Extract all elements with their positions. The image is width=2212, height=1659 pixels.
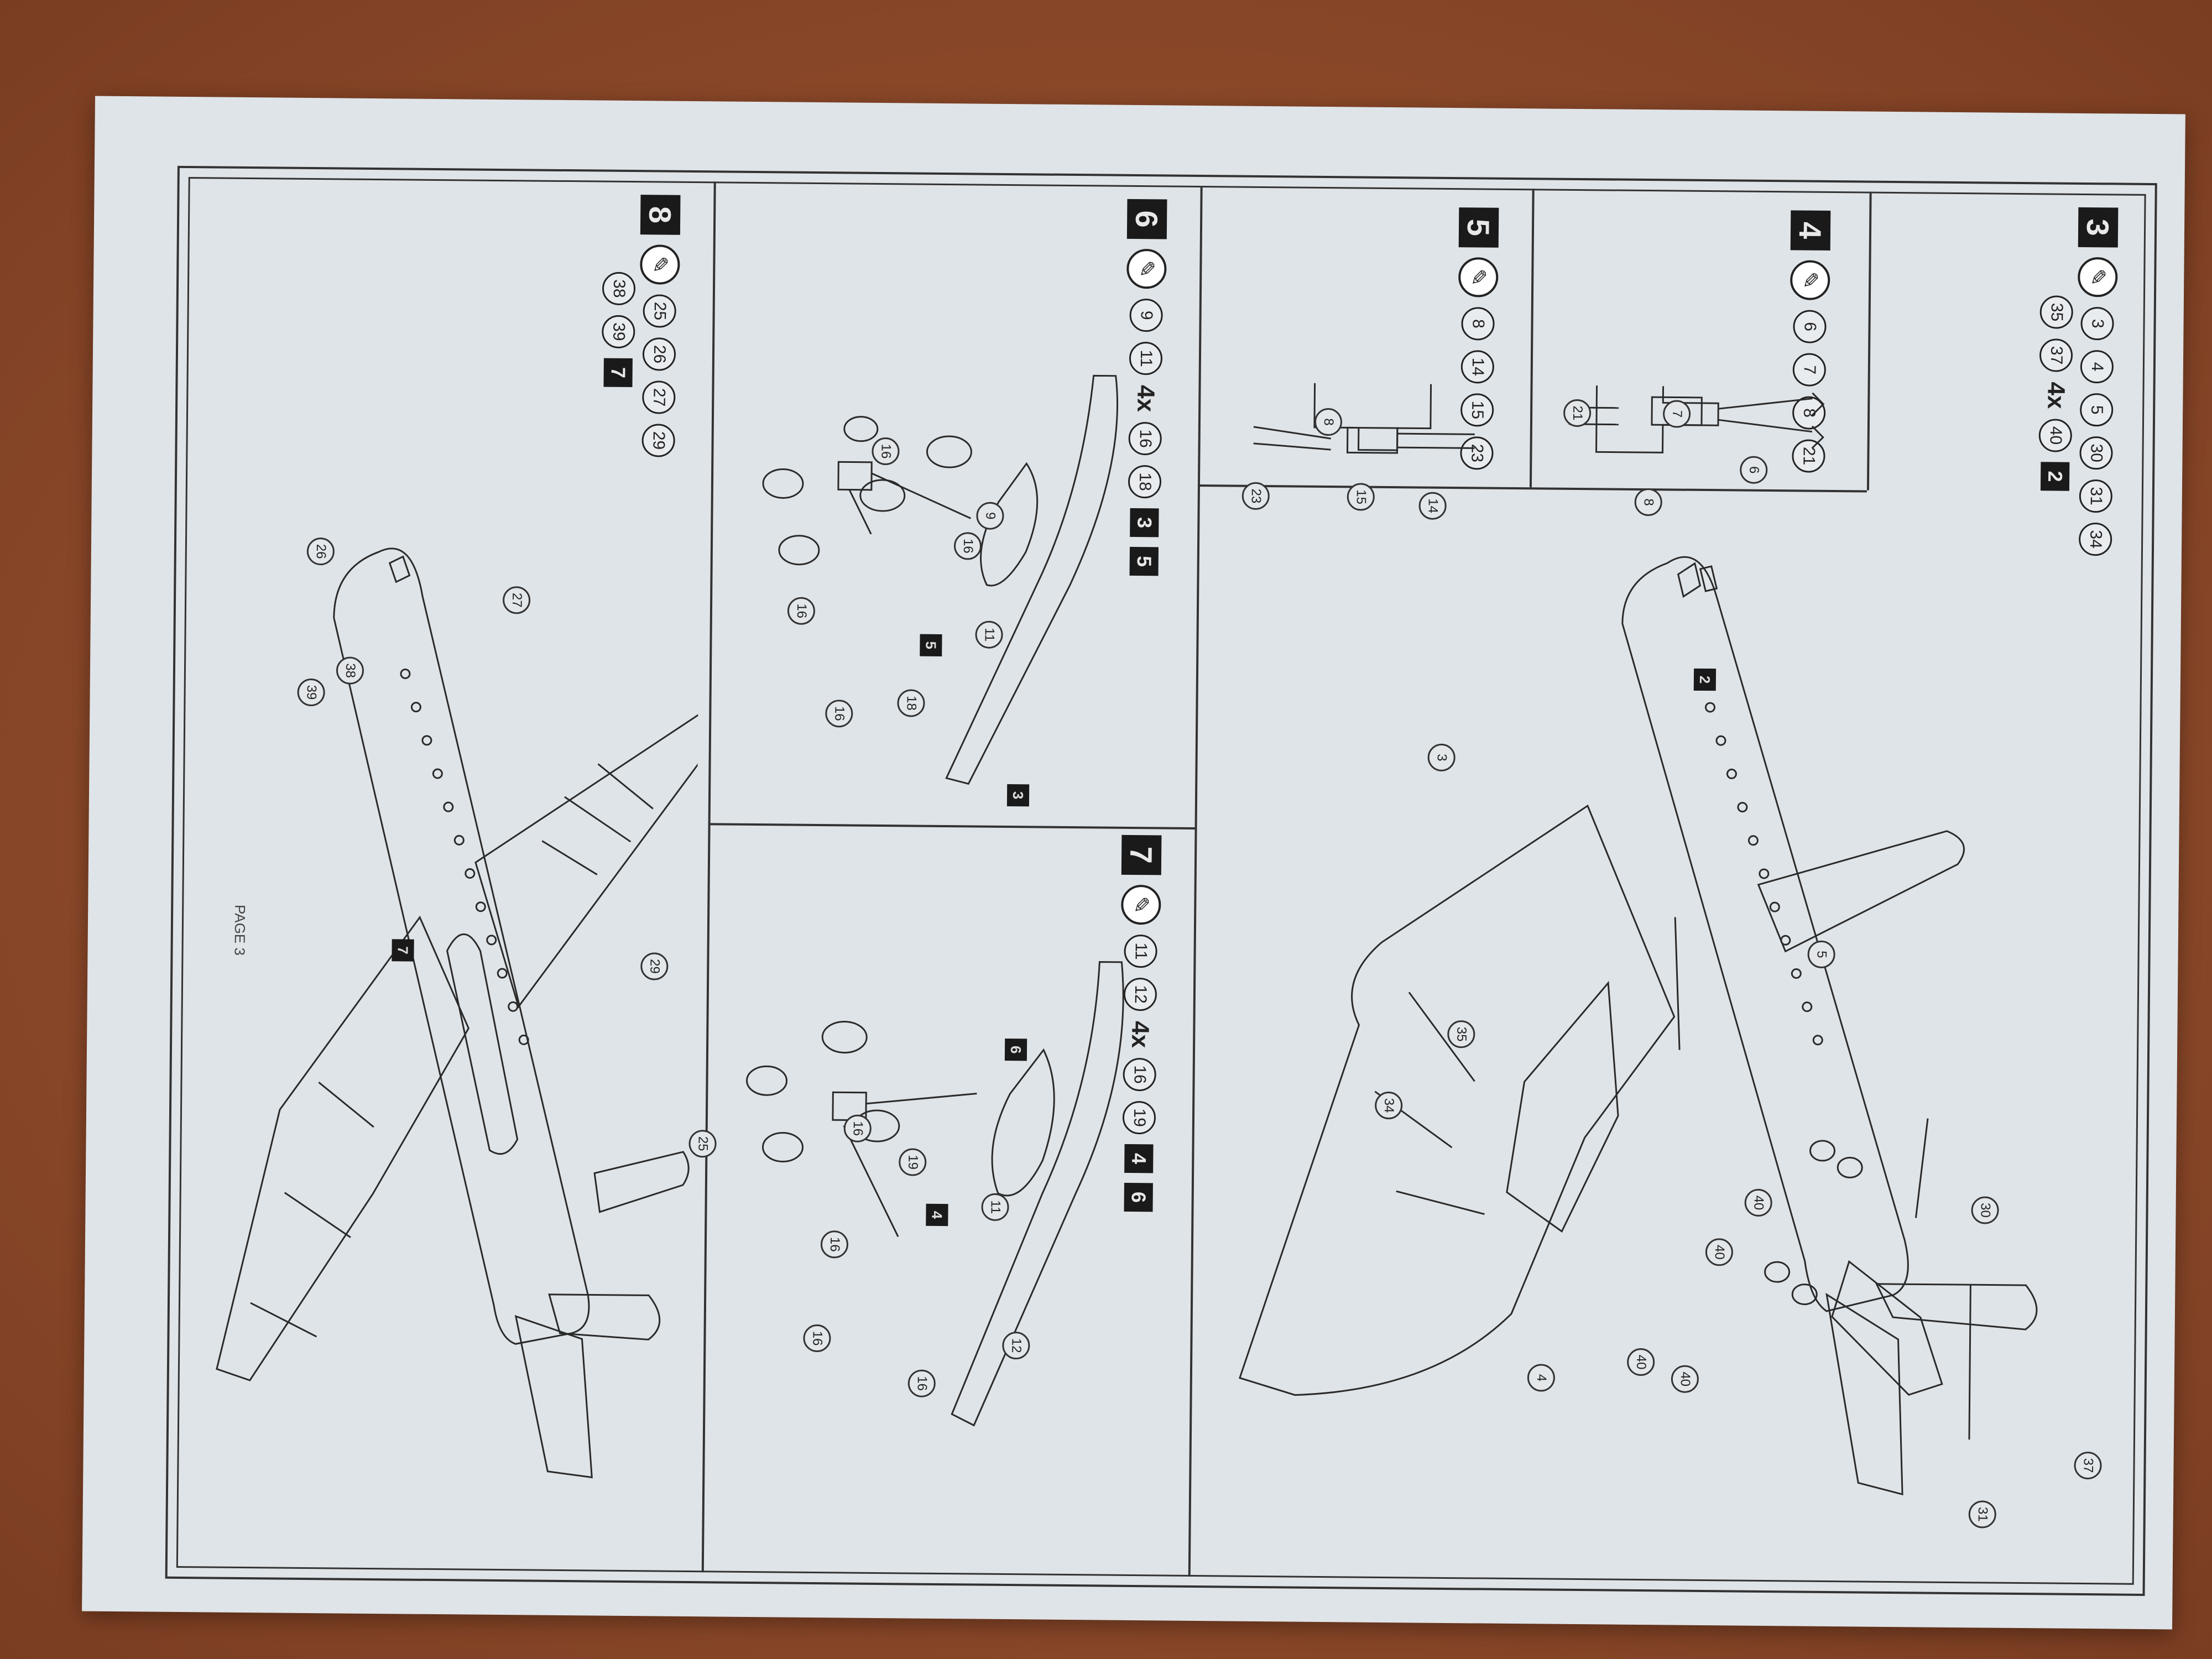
instruction-sheet: 3 ✎ 3 4 5 30 31 34 35 37 4x 40 2 4 ✎ 6 7… xyxy=(82,96,2185,1630)
part-number: 27 xyxy=(642,380,676,414)
callout: 23 xyxy=(1241,482,1270,510)
glue-icon: ✎ xyxy=(1458,257,1499,298)
callout: 26 xyxy=(306,537,335,566)
callout: 18 xyxy=(897,689,925,717)
multiplier: 4x xyxy=(2042,382,2070,409)
callout: 16 xyxy=(953,532,982,560)
glue-icon: ✎ xyxy=(1126,248,1167,289)
callout: 16 xyxy=(825,700,853,728)
step-4-landing-gear-drawing xyxy=(1568,385,1825,453)
step-number: 7 xyxy=(1121,834,1162,875)
part-number: 30 xyxy=(2079,436,2113,470)
step-number: 5 xyxy=(1458,207,1499,248)
part-number: 39 xyxy=(602,315,635,349)
step-8-header: 8 ✎ 25 26 27 29 xyxy=(638,195,681,457)
part-number: 5 xyxy=(2079,393,2114,427)
callout: 40 xyxy=(1671,1365,1699,1393)
callout: 5 xyxy=(1807,940,1835,969)
step-8-aircraft-drawing xyxy=(216,547,700,1479)
callout: 27 xyxy=(502,586,531,614)
part-number: 37 xyxy=(2039,338,2073,372)
part-number: 40 xyxy=(2038,419,2073,452)
glue-icon: ✎ xyxy=(1790,260,1830,300)
callout: 25 xyxy=(688,1130,717,1158)
step-3-aircraft-drawing xyxy=(1238,556,2038,1496)
callout: 16 xyxy=(907,1369,936,1397)
assembly-reference-box: 4 xyxy=(926,1203,948,1227)
callout: 3 xyxy=(1427,743,1455,772)
callout: 35 xyxy=(1447,1020,1475,1048)
assembly-reference-box: 3 xyxy=(1006,784,1030,807)
callout: 29 xyxy=(640,952,669,980)
callout: 4 xyxy=(1527,1364,1556,1392)
callout: 40 xyxy=(1744,1188,1772,1217)
step-number: 8 xyxy=(640,195,681,235)
assembly-reference-box: 7 xyxy=(392,939,414,962)
callout: 8 xyxy=(1314,408,1343,436)
callout: 19 xyxy=(899,1148,927,1176)
callout: 16 xyxy=(872,437,900,466)
callout: 38 xyxy=(336,656,364,685)
assembly-reference-box: 6 xyxy=(1004,1038,1027,1061)
reference-box: 7 xyxy=(603,358,633,388)
part-number: 3 xyxy=(2080,306,2114,341)
callout: 14 xyxy=(1418,492,1447,520)
step-3-header-line2: 35 37 4x 40 2 xyxy=(2038,295,2074,491)
callout: 40 xyxy=(1626,1348,1655,1376)
callout: 6 xyxy=(1740,456,1768,484)
glue-icon: ✎ xyxy=(640,244,680,285)
part-number: 25 xyxy=(643,294,676,328)
callout: 31 xyxy=(1968,1500,1996,1528)
part-number: 38 xyxy=(602,272,636,306)
callout: 11 xyxy=(975,620,1003,649)
callout: 30 xyxy=(1971,1196,1999,1224)
step-number: 6 xyxy=(1126,199,1167,239)
callout: 7 xyxy=(1662,400,1691,428)
callout: 37 xyxy=(2074,1451,2102,1480)
step-5-landing-gear-drawing xyxy=(1253,383,1475,454)
assembly-reference-box: 2 xyxy=(1693,668,1717,691)
part-number: 29 xyxy=(641,424,675,457)
callout: 16 xyxy=(803,1324,831,1353)
step-7-main-gear-drawing xyxy=(746,961,1124,1427)
callout: 15 xyxy=(1347,483,1375,511)
callout: 8 xyxy=(1634,488,1662,517)
callout: 12 xyxy=(1002,1331,1030,1360)
part-number: 9 xyxy=(1129,298,1163,332)
part-number: 8 xyxy=(1461,307,1495,341)
callout: 11 xyxy=(981,1193,1009,1222)
assembly-reference-box: 5 xyxy=(920,634,942,656)
callout: 21 xyxy=(1563,399,1592,427)
callout: 34 xyxy=(1374,1091,1403,1120)
part-number: 35 xyxy=(2039,295,2074,329)
page-number: PAGE 3 xyxy=(231,904,249,956)
part-number: 26 xyxy=(642,337,676,371)
step-number: 4 xyxy=(1790,210,1831,251)
callout: 9 xyxy=(976,502,1004,530)
glue-icon: ✎ xyxy=(2077,257,2118,298)
step-8-header-line2: 38 39 7 xyxy=(601,272,636,388)
part-number: 4 xyxy=(2080,349,2114,384)
glue-icon: ✎ xyxy=(1121,884,1161,925)
callout: 16 xyxy=(820,1230,849,1259)
callout: 16 xyxy=(843,1114,872,1142)
callout: 40 xyxy=(1705,1238,1734,1266)
callout: 16 xyxy=(787,597,816,625)
part-number: 6 xyxy=(1793,310,1827,343)
step-number: 3 xyxy=(2078,207,2119,248)
callout: 39 xyxy=(297,678,325,707)
reference-box: 2 xyxy=(2040,462,2070,491)
step-6-main-gear-drawing xyxy=(762,374,1119,785)
